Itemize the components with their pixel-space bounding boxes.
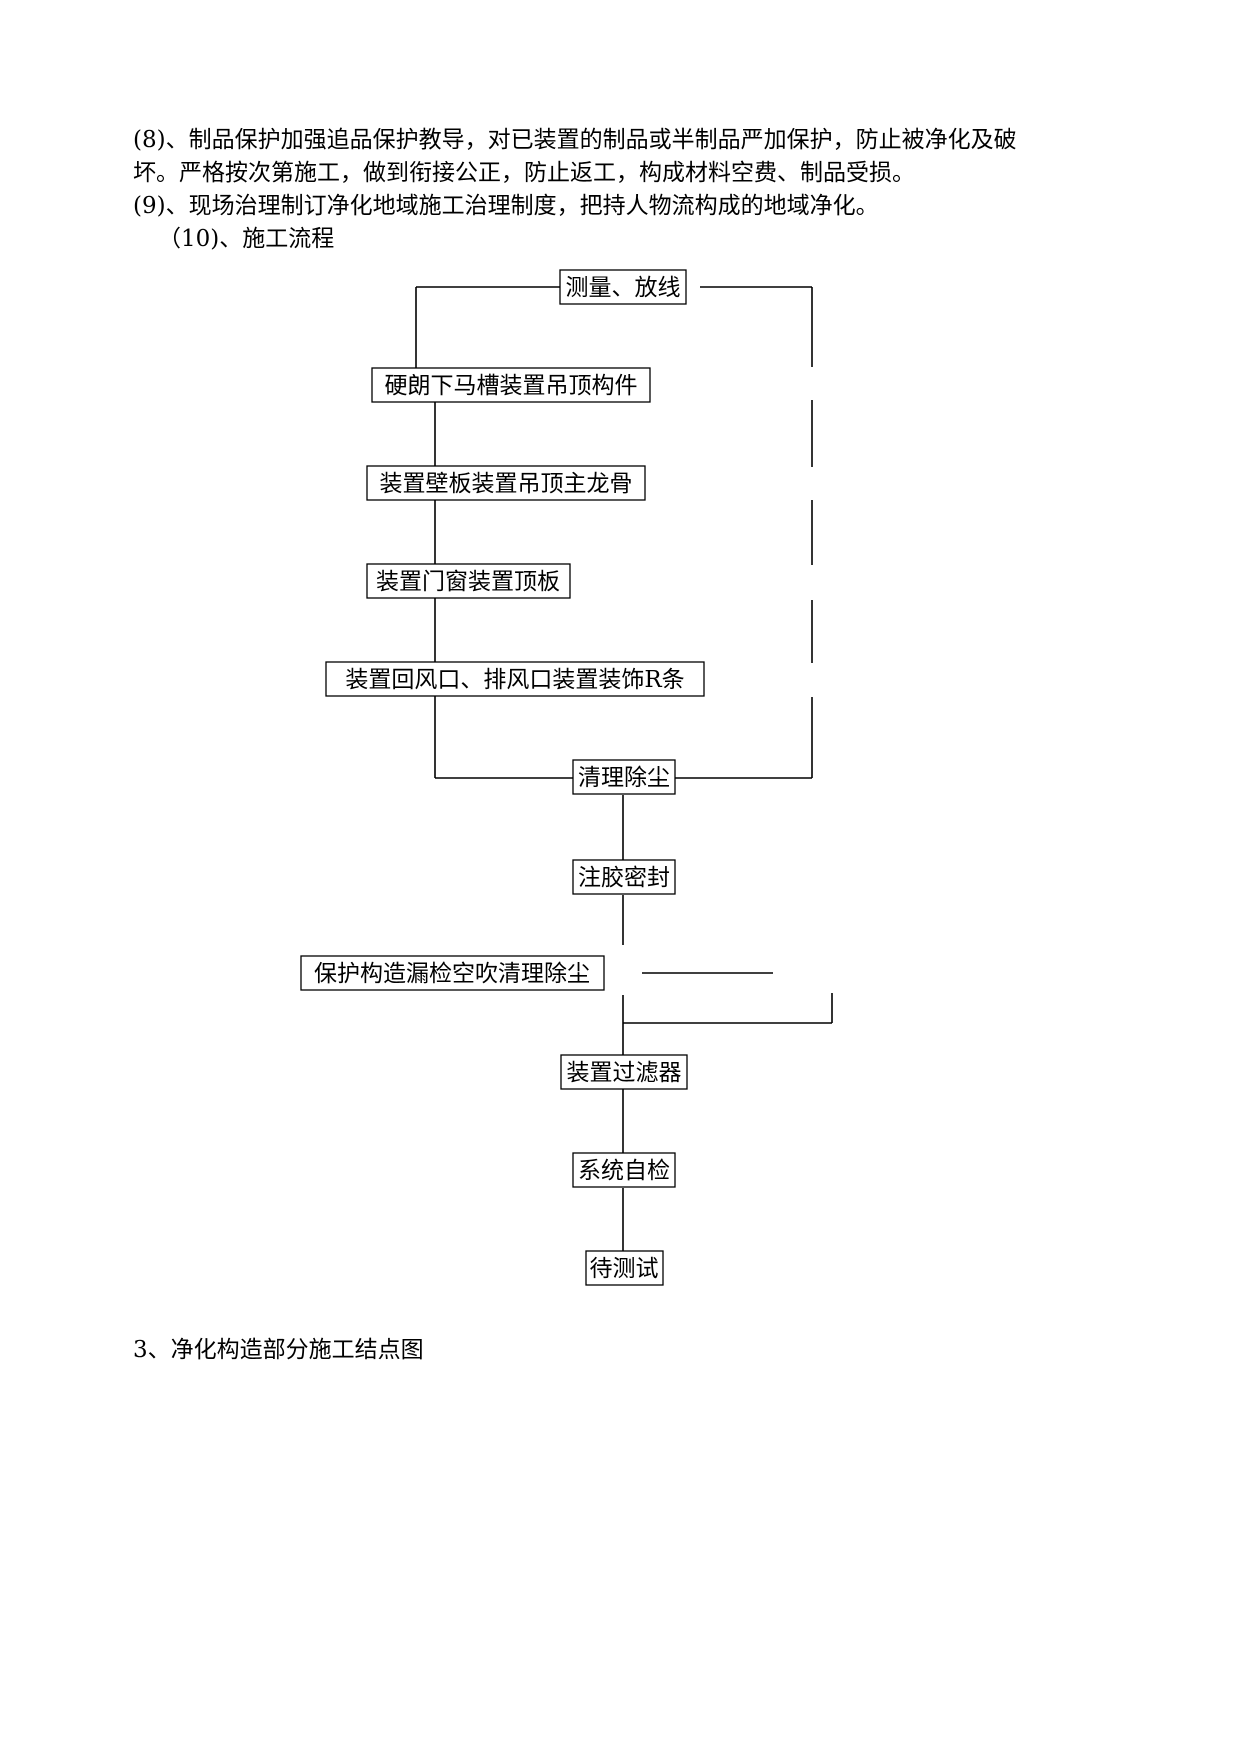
paragraph-8-line-1: (8)、制品保护加强追品保护教导，对已装置的制品或半制品严加保护，防止被净化及破 <box>133 127 1017 153</box>
flow-node-sealing: 注胶密封 <box>572 859 676 895</box>
flow-connectors <box>415 286 833 1253</box>
flow-node-label: 系统自检 <box>578 1158 670 1184</box>
flow-node-label: 装置回风口、排风口装置装饰R条 <box>345 667 684 693</box>
flow-node-leak-check: 保护构造漏检空吹清理除尘 <box>300 955 605 991</box>
paragraph-9: (9)、现场治理制订净化地域施工治理制度，把持人物流构成的地域净化。 <box>133 193 879 219</box>
flow-node-label: 装置壁板装置吊顶主龙骨 <box>380 471 633 497</box>
flow-node-air-vents: 装置回风口、排风口装置装饰R条 <box>325 661 705 697</box>
flow-node-label: 装置过滤器 <box>567 1060 682 1086</box>
flow-node-wall-panels: 装置壁板装置吊顶主龙骨 <box>366 465 646 501</box>
flow-node-cleaning: 清理除尘 <box>572 759 676 795</box>
flow-node-label: 硬朗下马槽装置吊顶构件 <box>385 373 638 399</box>
flow-node-await-test: 待测试 <box>585 1250 664 1286</box>
flow-node-self-check: 系统自检 <box>572 1152 676 1188</box>
flow-node-label: 待测试 <box>590 1256 659 1282</box>
flow-node-label: 保护构造漏检空吹清理除尘 <box>314 961 590 987</box>
flow-node-survey: 测量、放线 <box>559 269 687 305</box>
flow-node-ceiling-components: 硬朗下马槽装置吊顶构件 <box>371 367 651 403</box>
paragraph-10-title: （10)、施工流程 <box>158 226 335 252</box>
flow-node-label: 装置门窗装置顶板 <box>376 569 560 595</box>
flow-node-label: 注胶密封 <box>578 865 670 891</box>
flow-node-filters: 装置过滤器 <box>560 1054 688 1090</box>
paragraph-8-line-2: 坏。严格按次第施工，做到衔接公正，防止返工，构成材料空费、制品受损。 <box>133 160 915 186</box>
flow-node-doors-windows: 装置门窗装置顶板 <box>366 563 571 599</box>
flow-node-label: 清理除尘 <box>578 765 670 791</box>
section-heading: 3、净化构造部分施工结点图 <box>133 1337 424 1363</box>
flow-node-label: 测量、放线 <box>566 275 681 301</box>
